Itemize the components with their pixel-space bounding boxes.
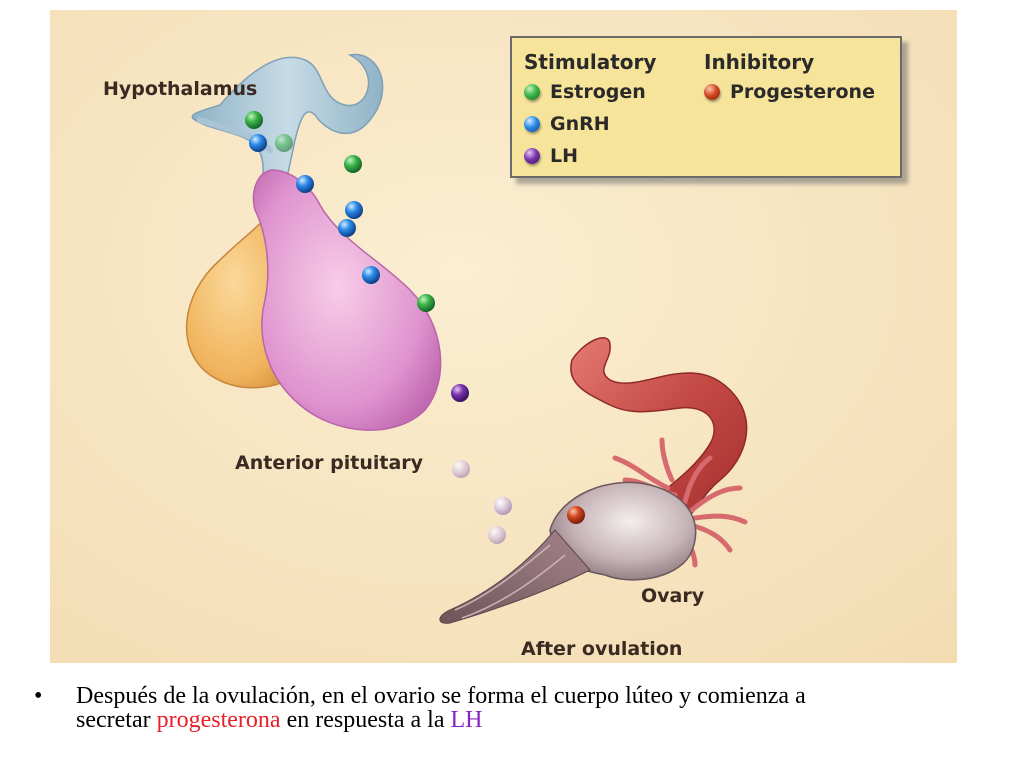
anterior-pituitary-label: Anterior pituitary	[235, 452, 424, 474]
after-ovulation-label: After ovulation	[521, 638, 683, 660]
caption-line-2-prefix: secretar	[76, 707, 157, 733]
ovarian-ligament	[439, 529, 591, 624]
purple-dot-icon	[524, 148, 540, 164]
caption-text: Después de la ovulación, en el ovario se…	[76, 684, 976, 732]
ovary-label: Ovary	[641, 585, 705, 607]
legend-label-lh: LH	[550, 145, 579, 167]
blue-dot-icon	[524, 116, 540, 132]
legend-item-progesterone: Progesterone	[704, 80, 875, 104]
legend: Stimulatory Inhibitory Estrogen GnRH LH …	[510, 36, 902, 178]
legend-item-lh: LH	[524, 144, 578, 168]
lh-highlight: LH	[450, 707, 483, 733]
legend-inhibitory-heading: Inhibitory	[704, 50, 815, 74]
estrogen-spheres	[245, 111, 435, 312]
caption-line-2-middle: en respuesta a la	[280, 707, 451, 733]
progesterona-highlight: progesterona	[156, 707, 281, 733]
green-dot-icon	[524, 84, 540, 100]
fallopian-tube	[570, 337, 748, 517]
bullet-marker: •	[34, 683, 43, 709]
red-dot-icon	[704, 84, 720, 100]
caption-line-2: secretar progesterona en respuesta a la …	[76, 708, 976, 732]
diagram-panel: Hypothalamus Anterior pituitary Ovary Af…	[50, 10, 957, 663]
hypothalamus-stalk	[191, 53, 384, 201]
caption-line-1: Después de la ovulación, en el ovario se…	[76, 683, 806, 709]
legend-label-gnrh: GnRH	[550, 113, 610, 135]
hypothalamus-label: Hypothalamus	[103, 78, 258, 100]
legend-label-progesterone: Progesterone	[730, 81, 875, 103]
lh-spheres	[451, 384, 512, 544]
progesterone-spheres	[567, 506, 585, 524]
legend-item-estrogen: Estrogen	[524, 80, 646, 104]
legend-item-gnrh: GnRH	[524, 112, 610, 136]
legend-label-estrogen: Estrogen	[550, 81, 646, 103]
gnrh-spheres	[249, 134, 380, 284]
legend-stimulatory-heading: Stimulatory	[524, 50, 657, 74]
